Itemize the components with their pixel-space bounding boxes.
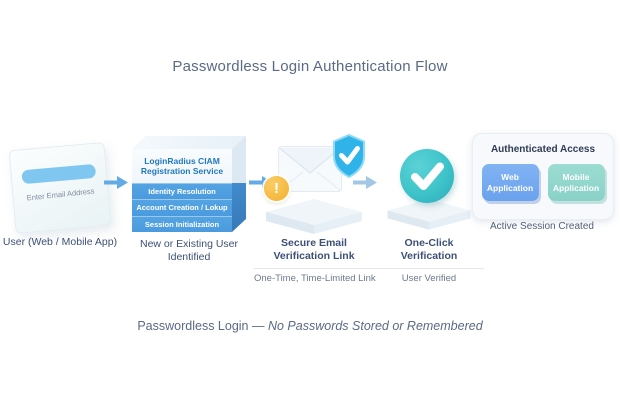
step-one-click-caption: One-Click Verification User Verified (374, 237, 484, 285)
divider (374, 268, 484, 270)
arrow-right-icon (353, 176, 377, 189)
email-input-label: Enter Email Address (26, 186, 95, 203)
ciam-box-side (232, 136, 246, 232)
footer-caption: Passwordless Login — No Passwords Stored… (0, 319, 620, 333)
step-email-subtitle: One-Time, Time-Limited Link (254, 273, 376, 285)
platform (262, 196, 366, 236)
divider (254, 268, 374, 270)
footer-italic-text: No Passwords Stored or Remembered (267, 319, 483, 333)
step-one-click-title: One-Click Verification (400, 237, 458, 263)
email-input-bar (21, 163, 96, 184)
step-one-click (384, 146, 474, 236)
step-email-link: ! (262, 133, 366, 236)
arrow-right-icon (104, 176, 128, 189)
email-card: Enter Email Address (8, 141, 112, 235)
step-email-title: Secure Email Verification Link (273, 237, 355, 263)
ciam-bar: Identity Resolution (132, 183, 232, 200)
step-ciam: LoginRadius CIAM Registration Service Id… (132, 136, 246, 232)
warning-glyph: ! (274, 180, 279, 197)
access-buttons: Web Application Mobile Application (473, 164, 613, 201)
shield-check-icon (328, 133, 370, 179)
page-title: Passwordless Login Authentication Flow (172, 58, 448, 75)
ciam-box-top (132, 136, 246, 149)
mobile-application-button: Mobile Application (547, 164, 605, 201)
ciam-box-front: LoginRadius CIAM Registration Service Id… (132, 149, 232, 232)
step-email-caption: Secure Email Verification Link One-Time,… (254, 237, 376, 285)
authenticated-access-card: Authenticated Access Web Application Mob… (472, 133, 614, 220)
check-circle-icon (400, 149, 454, 203)
footer-text: Passwordless Login — (137, 319, 268, 333)
step-ciam-caption: New or Existing User Identified (139, 238, 239, 264)
step-one-click-subtitle: User Verified (401, 273, 457, 285)
step-access-caption: Active Session Created (490, 221, 594, 232)
warning-icon: ! (264, 176, 289, 201)
ciam-bar: Session Initialization (132, 215, 232, 232)
ciam-bar: Account Creation / Lokup (132, 199, 232, 216)
ciam-header: LoginRadius CIAM Registration Service (132, 149, 232, 183)
access-title: Authenticated Access (490, 144, 596, 155)
step-user-caption: User (Web / Mobile App) (2, 236, 118, 248)
platform (384, 194, 474, 234)
web-application-button: Web Application (481, 164, 539, 201)
step-user: Enter Email Address (8, 141, 112, 235)
